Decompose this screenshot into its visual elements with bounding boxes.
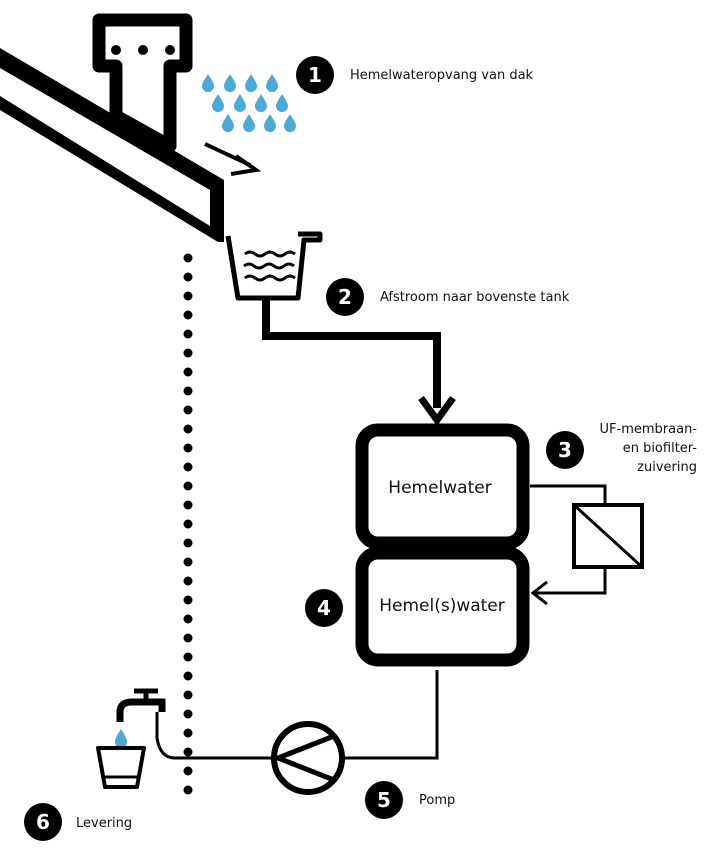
downpipe (262, 298, 456, 426)
wall-dot (183, 519, 193, 529)
rain-flow-arrow (204, 142, 262, 176)
wall-dot (183, 766, 193, 776)
wall-dot (183, 576, 193, 586)
step-4-number: 4 (317, 596, 331, 620)
wall-dot (183, 329, 193, 339)
supply-pipe (155, 670, 439, 760)
wall-dot (183, 500, 193, 510)
step-3: 3 UF-membraan- en biofilter- zuivering (546, 422, 697, 475)
tap-icon (115, 688, 166, 748)
wall-dot (183, 348, 193, 358)
wall-dot (183, 671, 193, 681)
wall-dot (183, 272, 193, 282)
step-6-number: 6 (36, 810, 50, 834)
wall-dot (183, 291, 193, 301)
wall-dot (183, 728, 193, 738)
step-5-badge (365, 781, 403, 819)
wall-dot (183, 538, 193, 548)
wall-dot (183, 367, 193, 377)
wall-dot (183, 690, 193, 700)
step-2-badge (326, 278, 364, 316)
step-2-number: 2 (338, 285, 352, 309)
dotted-wall-line (183, 253, 193, 795)
step-2: 2 Afstroom naar bovenste tank (326, 278, 570, 316)
step-3-label-line-3: zuivering (637, 460, 697, 475)
step-3-number: 3 (558, 438, 572, 462)
lower-tank-label: Hemel(s)water (379, 596, 505, 616)
step-3-label-line-2: en biofilter- (623, 441, 698, 456)
wall-dot (183, 386, 193, 396)
chimney-icon (92, 13, 193, 153)
wall-dot (183, 614, 193, 624)
step-2-label: Afstroom naar bovenste tank (380, 290, 570, 305)
filter-icon (530, 484, 644, 606)
step-5-label: Pomp (419, 793, 455, 808)
step-3-badge (546, 431, 584, 469)
step-4: 4 (305, 589, 343, 627)
step-6-badge (24, 803, 62, 841)
wall-dot (183, 424, 193, 434)
step-1-number: 1 (308, 63, 322, 87)
step-5: 5 Pomp (365, 781, 455, 819)
rain-drops-icon (202, 74, 296, 132)
step-3-label-line-1: UF-membraan- (600, 422, 698, 437)
gutter-icon (225, 231, 323, 301)
wall-dot (183, 253, 193, 263)
step-1-badge (296, 56, 334, 94)
wall-dot (183, 652, 193, 662)
roof-icon (0, 48, 224, 242)
step-5-number: 5 (377, 788, 391, 812)
wall-dot (183, 785, 193, 795)
wall-dot (183, 595, 193, 605)
wall-dot (183, 557, 193, 567)
upper-tank: Hemelwater (355, 423, 530, 550)
step-6-label: Levering (76, 816, 132, 831)
step-1-label: Hemelwateropvang van dak (350, 68, 534, 83)
wall-dot (183, 481, 193, 491)
wall-dot (183, 462, 193, 472)
wall-dot (183, 709, 193, 719)
step-6: 6 Levering (24, 803, 132, 841)
pump-icon (271, 721, 345, 795)
glass-icon (96, 746, 146, 789)
wall-dot (183, 405, 193, 415)
step-4-badge (305, 589, 343, 627)
wall-dot (183, 633, 193, 643)
wall-dot (183, 443, 193, 453)
wall-dot (183, 747, 193, 757)
wall-dot (183, 310, 193, 320)
lower-tank: Hemel(s)water (355, 546, 530, 667)
step-1: 1 Hemelwateropvang van dak (296, 56, 534, 94)
upper-tank-label: Hemelwater (388, 478, 491, 498)
